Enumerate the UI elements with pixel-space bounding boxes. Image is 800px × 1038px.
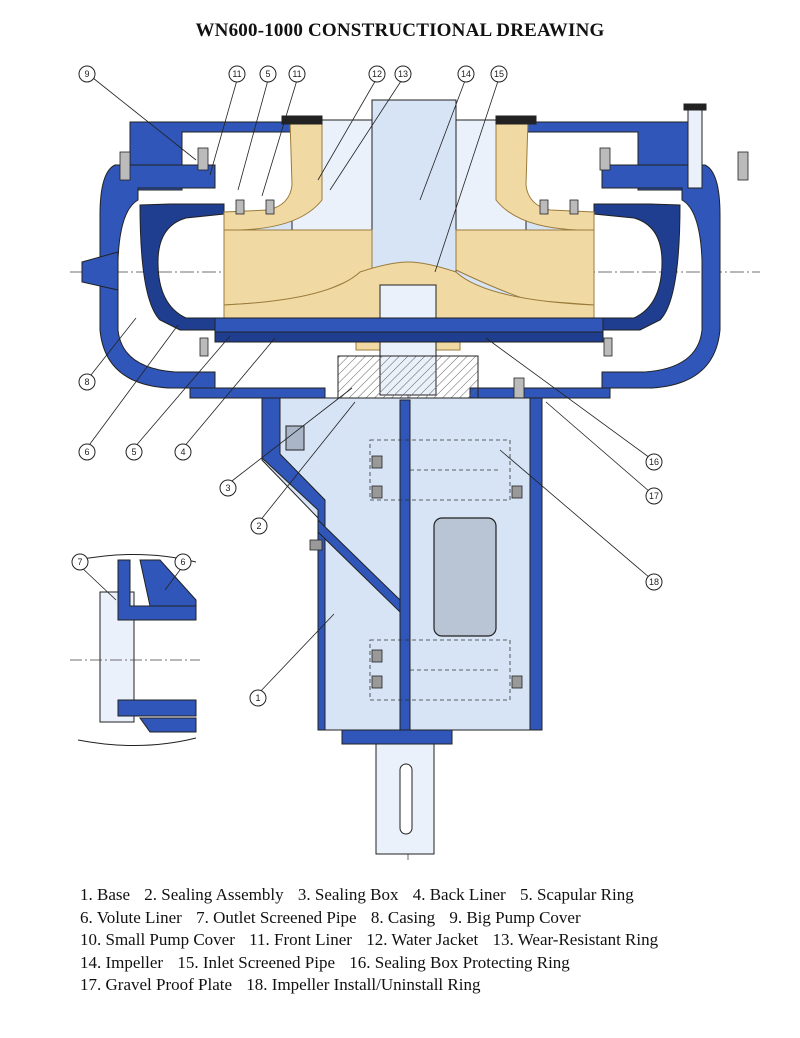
legend-line: 14. Impeller 15. Inlet Screened Pipe 16.… (80, 952, 780, 975)
base-left-wall (261, 397, 326, 731)
gravel-proof-plate (317, 518, 401, 614)
legend-item: 18. Impeller Install/Uninstall Ring (246, 975, 481, 995)
legend-item: 17. Gravel Proof Plate (80, 975, 233, 995)
callout-12: 12 (368, 65, 386, 83)
svg-text:18: 18 (649, 577, 659, 587)
back-liner (214, 317, 604, 333)
water-jacket-flange (683, 103, 707, 111)
svg-text:4: 4 (180, 447, 185, 457)
legend-line: 6. Volute Liner 7. Outlet Screened Pipe … (80, 907, 780, 930)
svg-text:15: 15 (494, 69, 504, 79)
callout-6a: 6 (78, 443, 96, 461)
legend-item: 8. Casing (370, 907, 436, 927)
svg-text:1: 1 (255, 693, 260, 703)
callout-13: 13 (394, 65, 412, 83)
callout-markers: 9 11 5 11 12 13 14 15 8 6 5 4 3 2 16 17 … (71, 65, 663, 707)
svg-text:6: 6 (84, 447, 89, 457)
callout-8: 8 (78, 373, 96, 391)
callout-3: 3 (219, 479, 237, 497)
legend-item: 12. Water Jacket (366, 930, 479, 950)
callout-6b: 6 (174, 553, 192, 571)
callout-1: 1 (249, 689, 267, 707)
callout-15: 15 (490, 65, 508, 83)
legend-item: 7. Outlet Screened Pipe (196, 907, 357, 927)
svg-text:3: 3 (225, 483, 230, 493)
svg-text:14: 14 (461, 69, 471, 79)
inspection-window (433, 517, 497, 637)
callout-2: 2 (250, 517, 268, 535)
casing-foot-left (189, 387, 326, 399)
callout-7: 7 (71, 553, 89, 571)
inset-detail-outlet-pipe (70, 553, 200, 747)
legend-item: 9. Big Pump Cover (449, 907, 581, 927)
legend-item: 5. Scapular Ring (519, 885, 634, 904)
bearing-hidden-lines (369, 439, 511, 701)
parts-legend: 1. Base 2. Sealing Assembly 3. Sealing B… (80, 884, 780, 997)
callout-18: 18 (645, 573, 663, 591)
callout-11a: 11 (228, 65, 246, 83)
base-bottom-flange (341, 729, 453, 745)
callout-17a: 17 (645, 487, 663, 505)
legend-item: 16. Sealing Box Protecting Ring (349, 952, 570, 972)
sealing-box (337, 355, 479, 405)
volute-liner-left (139, 203, 225, 331)
callout-5a: 5 (259, 65, 277, 83)
svg-text:2: 2 (256, 521, 261, 531)
base-center-wall (399, 399, 411, 731)
casing-foot-right (469, 387, 611, 399)
volute-liner-right (593, 203, 681, 331)
callout-5b: 5 (125, 443, 143, 461)
svg-text:12: 12 (372, 69, 382, 79)
water-jacket-pipe (687, 107, 703, 189)
svg-text:5: 5 (265, 69, 270, 79)
outlet-nozzle (81, 251, 119, 291)
svg-text:9: 9 (84, 69, 89, 79)
svg-text:16: 16 (649, 457, 659, 467)
name-plate (285, 425, 305, 451)
small-pump-cover-left (281, 115, 323, 125)
pump-cross-section-diagram: 9 11 5 11 12 13 14 15 8 6 5 4 3 2 16 17 … (70, 65, 760, 860)
legend-item: 13. Wear-Resistant Ring (492, 930, 659, 950)
svg-text:5: 5 (131, 447, 136, 457)
legend-item: 1. Base (80, 885, 131, 904)
svg-text:6: 6 (180, 557, 185, 567)
legend-item: 3. Sealing Box (297, 885, 399, 904)
callout-4: 4 (174, 443, 192, 461)
svg-text:8: 8 (84, 377, 89, 387)
legend-item: 6. Volute Liner (80, 907, 182, 927)
coupling-keyway (399, 763, 413, 835)
legend-item: 14. Impeller (80, 952, 164, 972)
bolts (119, 147, 749, 401)
svg-text:11: 11 (292, 69, 301, 79)
legend-item: 2. Sealing Assembly (144, 885, 284, 904)
legend-line: 1. Base 2. Sealing Assembly 3. Sealing B… (80, 884, 780, 907)
legend-line: 10. Small Pump Cover 11. Front Liner 12.… (80, 929, 780, 952)
leader-lines (79, 77, 651, 695)
drawing-title: WN600-1000 CONSTRUCTIONAL DREAWING (195, 20, 605, 41)
casing-right (601, 164, 721, 389)
legend-item: 11. Front Liner (249, 930, 352, 950)
legend-line: 17. Gravel Proof Plate 18. Impeller Inst… (80, 974, 780, 997)
svg-text:11: 11 (232, 69, 241, 79)
svg-text:17: 17 (649, 491, 659, 501)
bearing-bolts (309, 455, 523, 689)
svg-text:13: 13 (398, 69, 408, 79)
callout-9: 9 (78, 65, 96, 83)
legend-item: 15. Inlet Screened Pipe (177, 952, 336, 972)
legend-item: 10. Small Pump Cover (80, 930, 235, 950)
legend-item: 4. Back Liner (412, 885, 506, 904)
callout-16: 16 (645, 453, 663, 471)
inlet-pipe-bore (371, 99, 457, 286)
callout-14: 14 (457, 65, 475, 83)
callout-11b: 11 (288, 65, 306, 83)
small-pump-cover-right (495, 115, 537, 125)
back-liner-inner (214, 331, 604, 343)
base-right-wall (529, 397, 543, 731)
svg-text:7: 7 (77, 557, 82, 567)
casing-left (99, 164, 216, 389)
